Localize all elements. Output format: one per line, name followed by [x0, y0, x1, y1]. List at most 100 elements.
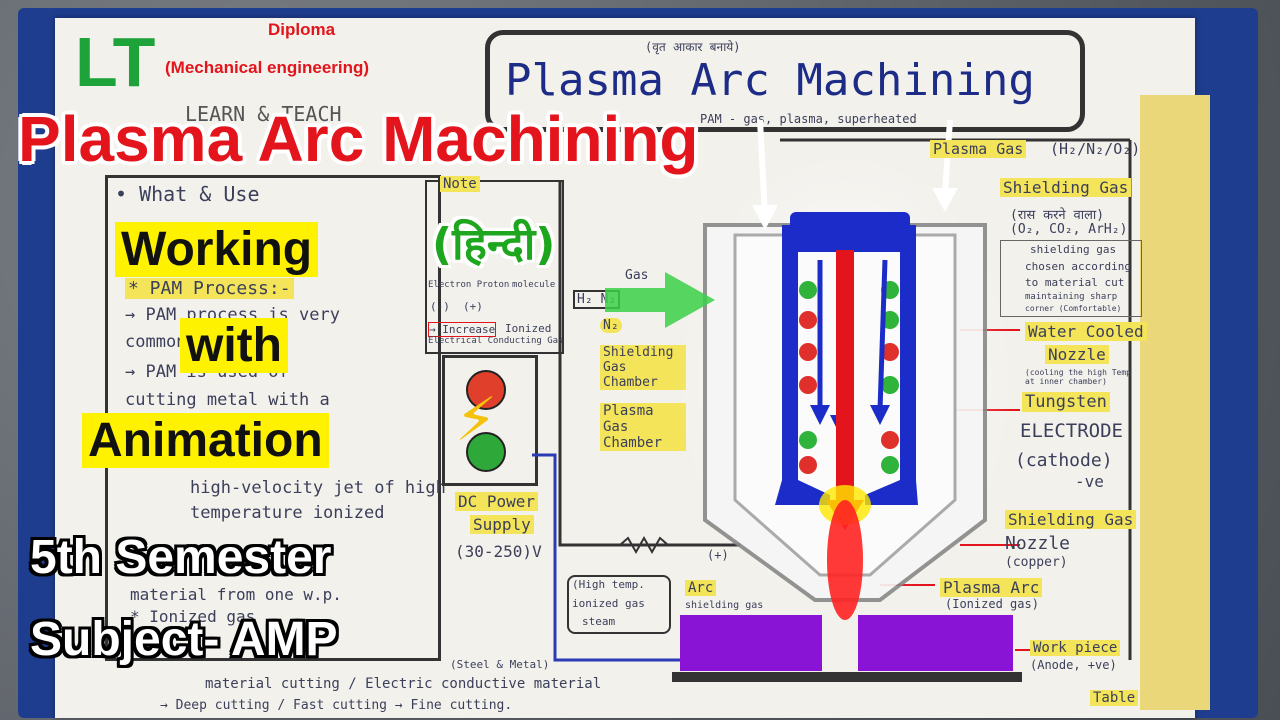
- subject-label: Subject- AMP: [30, 613, 338, 666]
- note-increase: → Increase: [428, 322, 497, 337]
- note-workpiece: Work piece: [1030, 640, 1121, 656]
- note-plus2: (+): [707, 548, 729, 562]
- semester-label: 5th Semester: [30, 531, 332, 584]
- lightning-icon: ⚡: [455, 385, 498, 455]
- note-copper: (copper): [1005, 555, 1068, 570]
- diploma-line2: (Mechanical engineering): [165, 58, 370, 77]
- note-ve-neg: -ve: [1075, 472, 1104, 491]
- particle: [799, 281, 817, 299]
- logo-text: LT: [75, 23, 156, 101]
- note-note: Note: [440, 176, 480, 192]
- note-voltage: (30-250)V: [455, 542, 542, 561]
- paper-edge: [1140, 95, 1210, 710]
- note-electrode: ELECTRODE: [1020, 420, 1123, 442]
- note-plasma-arc: Plasma Arc: [940, 578, 1043, 597]
- note-water-cooled: Water Cooled: [1025, 322, 1147, 341]
- electrode-left-tip: [775, 480, 830, 505]
- electrode-right-wall: [900, 225, 916, 495]
- main-title: Plasma Arc Machining: [18, 103, 699, 175]
- particle: [881, 343, 899, 361]
- gas-inlet-arrow: [605, 272, 715, 328]
- note-minus: (-): [430, 300, 450, 313]
- board-title-box: [485, 30, 1085, 132]
- workpiece-right: [858, 615, 1013, 671]
- shield-note4: maintaining sharp: [1025, 292, 1118, 302]
- board-title-note: (वृत आकार बनाये): [645, 40, 741, 54]
- particle: [881, 376, 899, 394]
- shield-note5: corner (Comfortable): [1025, 304, 1122, 313]
- note-jet-line3: material from one w.p.: [130, 585, 342, 604]
- board-title-text: Plasma Arc Machining: [505, 55, 1035, 106]
- working-line2: with: [180, 318, 288, 373]
- note-ionized-gas: (Ionized gas): [945, 597, 1039, 611]
- red-terminal: [466, 370, 506, 410]
- note-pam-process: * PAM Process:-: [125, 278, 294, 299]
- note-jet-line1: high-velocity jet of high: [190, 478, 446, 498]
- note-table: Table: [1090, 690, 1139, 706]
- electrode-right-tip: [865, 480, 918, 505]
- note-plasma-gas-formula: (H₂/N₂/O₂): [1050, 140, 1141, 158]
- note-bottom-line2: material cutting / Electric conductive m…: [205, 676, 602, 692]
- note-shield-nozzle2: Nozzle: [1005, 533, 1071, 554]
- note-shield-nozzle1: Shielding Gas: [1005, 510, 1137, 529]
- electrode-rod: [836, 250, 854, 510]
- flow-arrow: [877, 259, 888, 411]
- note-shielding-gas: Shielding Gas: [1000, 178, 1132, 197]
- note-dc-power: DC Power: [455, 492, 539, 511]
- electrode-cap: [790, 212, 910, 252]
- note-shielding-formula: (O₂, CO₂, ArH₂): [1010, 222, 1128, 237]
- note-nozzle-note: (cooling the high Temp at inner chamber): [1025, 368, 1131, 386]
- note-anode: (Anode, +ve): [1030, 658, 1117, 672]
- white-arrow-left: [757, 119, 768, 216]
- note-jet-line2: temperature ionized: [190, 503, 385, 523]
- electrode-left-wall: [782, 225, 798, 495]
- workpiece-left: [680, 615, 822, 671]
- note-arc: Arc: [685, 580, 717, 596]
- logo-letters: LT: [75, 22, 155, 102]
- note-cathode: (cathode): [1015, 450, 1113, 471]
- plasma-jet: [827, 500, 863, 620]
- shield-note-box: [1000, 240, 1142, 317]
- shield-note2: chosen according: [1025, 260, 1131, 273]
- note-pam-line2: common: [125, 332, 187, 352]
- particle: [799, 456, 817, 474]
- particle: [799, 343, 817, 361]
- green-terminal: [466, 432, 506, 472]
- flow-arrowhead: [870, 405, 890, 425]
- note-ionized: Ionized: [505, 322, 552, 335]
- particle: [799, 431, 817, 449]
- note-shielding-small: shielding gas: [685, 600, 764, 611]
- particle: [799, 311, 817, 329]
- note-jet-line4: * Ionized gas: [130, 607, 256, 626]
- shield-note3: to material cut: [1025, 276, 1125, 289]
- note-pam-line4: cutting metal with a: [125, 390, 330, 410]
- working-line1: Working: [115, 222, 319, 277]
- note-supply: Supply: [470, 515, 534, 534]
- note-bottom-line3: → Deep cutting / Fast cutting → Fine cut…: [160, 698, 513, 713]
- note-nozzle: Nozzle: [1045, 345, 1109, 364]
- particle: [881, 431, 899, 449]
- note-plus1: (+): [463, 300, 483, 313]
- note-electron-proton: Electron Proton: [428, 280, 510, 290]
- note-bottom-line1: (Steel & Metal): [450, 658, 550, 671]
- shield-note1: shielding gas: [1030, 243, 1117, 256]
- power-supply-box: [442, 355, 538, 486]
- note-electrical: Electrical Conducting Gas: [428, 336, 564, 346]
- table: [672, 672, 1022, 682]
- diploma-line1: Diploma: [268, 20, 336, 39]
- particle: [799, 376, 817, 394]
- board-title-subnote: PAM - gas, plasma, superheated: [700, 112, 917, 126]
- note-molecule: molecule: [512, 280, 556, 290]
- note-plasma-gas: Plasma Gas: [930, 140, 1027, 158]
- note-what-use: • What & Use: [115, 182, 260, 206]
- logo-caption: LEARN & TEACH: [185, 102, 342, 126]
- working-line3: Animation: [82, 413, 329, 468]
- particle: [881, 456, 899, 474]
- note-tungsten: Tungsten: [1022, 392, 1110, 412]
- hindi-label: (हिन्दी): [432, 219, 556, 270]
- note-shielding-gas-hindi: (रास करने वाला): [1010, 208, 1105, 223]
- white-arrowhead-right: [932, 188, 958, 212]
- flow-arrowhead: [810, 405, 830, 425]
- white-arrowhead-left: [752, 205, 778, 230]
